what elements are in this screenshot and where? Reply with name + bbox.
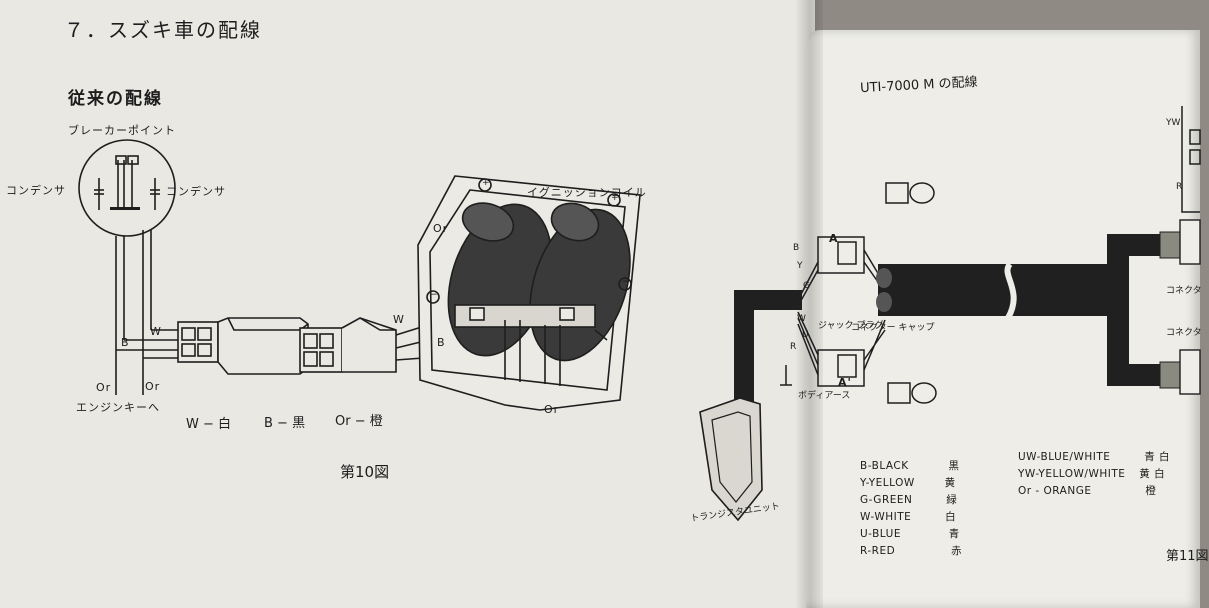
legend-red: R-RED 赤	[860, 545, 963, 557]
label-ignition-coil: イグニッションコイル	[527, 186, 647, 199]
label-condenser-right: コンデンサ	[166, 185, 226, 198]
label-or2: Or	[145, 380, 161, 393]
label-wire-w: W	[797, 314, 806, 324]
label-wire-r: R	[790, 342, 797, 352]
transistor-unit-cable	[734, 290, 802, 420]
legend-green: G-GREEN 緑	[860, 494, 958, 506]
label-minus-2: −	[622, 277, 630, 287]
label-or3: Or	[433, 222, 449, 235]
label-to-engine-key: エンジンキーへ	[76, 401, 160, 414]
legend-blue-white: UW-BLUE/WHITE 青 白	[1018, 451, 1171, 463]
label-wire-b: B	[793, 243, 800, 253]
label-r-small: R	[1176, 182, 1183, 192]
label-b2: B	[437, 336, 446, 349]
connector-right-top	[1179, 219, 1201, 265]
legend-w: W − 白	[186, 417, 232, 432]
label-a-bottom: A'	[838, 376, 852, 389]
subtitle: 従来の配線	[68, 89, 163, 109]
legend-white: W-WHITE 白	[860, 511, 957, 523]
label-connector-right-1: コネクタ	[1166, 286, 1202, 296]
label-breaker-point: ブレーカーポイント	[68, 124, 176, 137]
label-w2: W	[393, 313, 405, 326]
label-or4: Or	[544, 403, 560, 416]
label-yw-small: YW	[1166, 118, 1181, 128]
label-connector: コネクター キャップ	[851, 323, 935, 333]
label-plus-1: +	[482, 178, 490, 188]
label-w1: W	[150, 325, 162, 338]
figure-11-caption: 第11図	[1166, 549, 1209, 564]
legend-black: B-BLACK 黒	[860, 460, 960, 472]
legend-b: B − 黒	[264, 416, 306, 431]
label-a-top: A	[829, 232, 839, 245]
legend-or: Or − 橙	[335, 414, 383, 429]
label-wire-g: G	[803, 281, 810, 291]
legend-yellow-white: YW-YELLOW/WHITE 黄 白	[1018, 468, 1166, 480]
label-wire-u: U	[802, 330, 809, 340]
label-condenser-left: コンデンサ	[6, 184, 66, 197]
left-page	[0, 0, 815, 608]
jack-block-bottom	[817, 349, 865, 387]
breaker-point-circle	[78, 139, 176, 237]
legend-orange: Or - ORANGE 橙	[1018, 485, 1157, 497]
label-jack-plug: ジャック プラグ	[818, 321, 884, 331]
legend-yellow: Y-YELLOW 黄	[860, 477, 956, 489]
label-wire-y: Y	[797, 261, 803, 271]
figure-10-caption: 第10図	[340, 463, 390, 481]
label-b1: B	[121, 336, 130, 349]
label-or1: Or	[96, 381, 112, 394]
label-plus-2: +	[611, 193, 619, 203]
label-connector-right-2: コネクタ	[1166, 328, 1202, 338]
right-page	[806, 30, 1200, 608]
label-body-earth: ボディアース	[798, 391, 851, 401]
jack-block-top	[817, 236, 865, 274]
section-title: ７．スズキ車の配線	[64, 18, 262, 42]
legend-blue: U-BLUE 青	[860, 528, 960, 540]
label-minus-1: −	[430, 290, 438, 300]
connector-right-bottom	[1179, 349, 1201, 395]
